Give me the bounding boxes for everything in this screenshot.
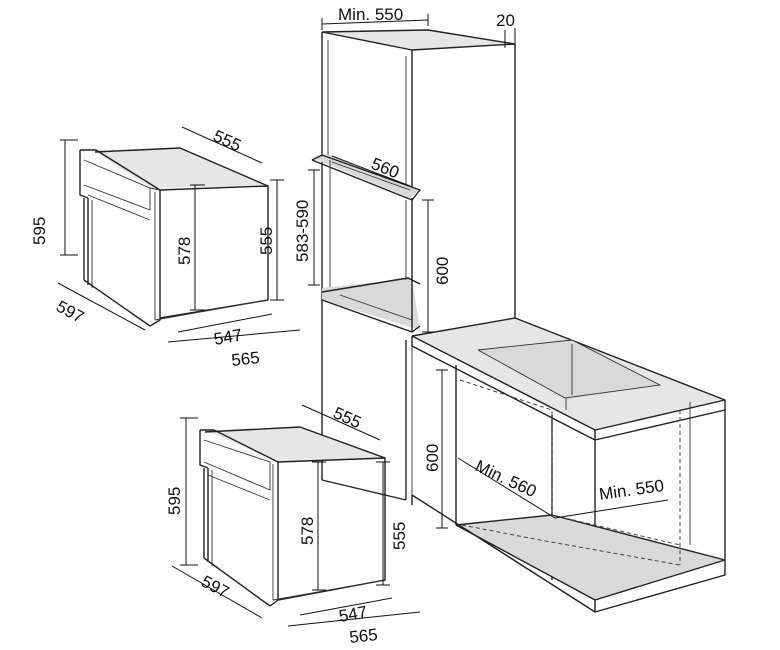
upper-height-label: 595 — [30, 217, 49, 245]
tall-niche-front-height-label: 600 — [433, 257, 452, 285]
lower-depth-top-label: 555 — [330, 403, 364, 432]
upper-width-label: 597 — [53, 297, 87, 327]
upper-side-height-label: 555 — [257, 227, 276, 255]
lower-side-height-label: 555 — [390, 522, 409, 550]
lower-inner-height-label: 578 — [298, 517, 317, 545]
base-cabinet — [411, 317, 726, 613]
upper-depth-top-label: 555 — [210, 126, 244, 155]
lower-height-label: 595 — [165, 487, 184, 515]
cabinet-dimension-lines — [308, 14, 669, 529]
upper-depth-bottom-label: 547 — [212, 325, 243, 349]
oven-lower — [171, 404, 421, 627]
tall-min-width-label: Min. 550 — [338, 5, 403, 24]
tall-cabinet — [311, 28, 516, 501]
oven-upper — [57, 126, 301, 343]
base-min-width-label: Min. 550 — [598, 476, 665, 504]
upper-inner-height-label: 578 — [175, 237, 194, 265]
tall-gap-label: 20 — [496, 11, 515, 30]
tall-niche-height-label: 583-590 — [293, 200, 312, 262]
lower-depth-bottom-label: 547 — [337, 602, 368, 626]
upper-depth-total-label: 565 — [230, 348, 260, 370]
lower-depth-total-label: 565 — [348, 625, 378, 647]
base-min-depth-label: Min. 560 — [472, 456, 539, 501]
base-height-label: 600 — [423, 444, 442, 472]
